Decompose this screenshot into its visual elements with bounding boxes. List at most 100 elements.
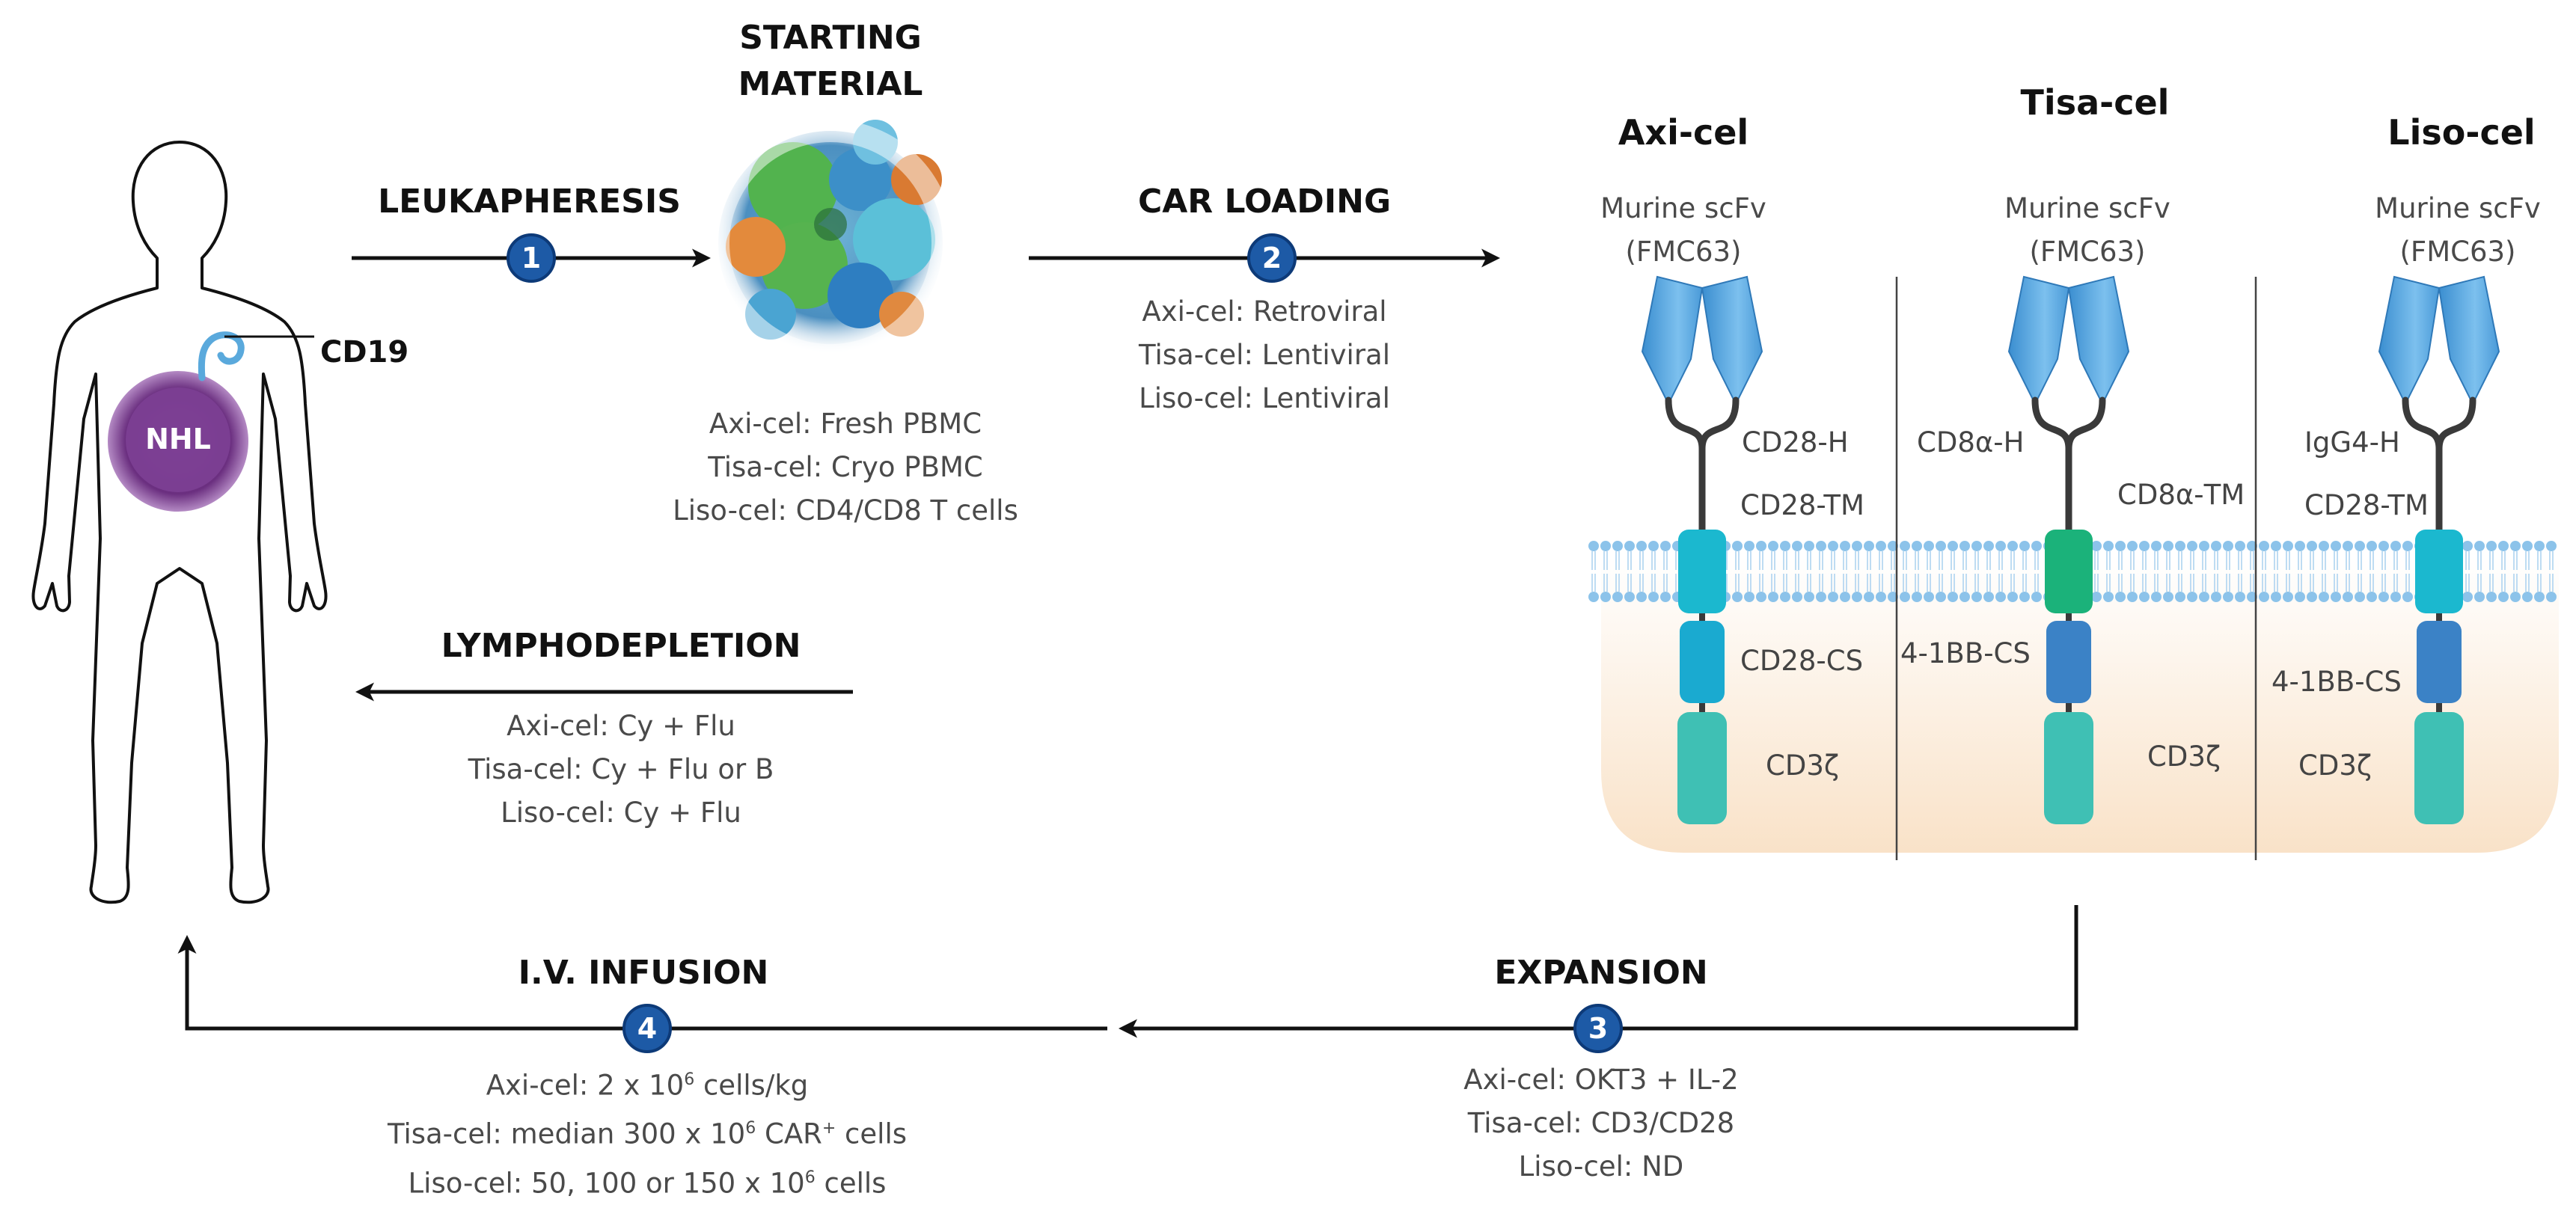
- construct-title-liso: Liso-cel: [2387, 112, 2536, 153]
- transmembrane-domain: [2415, 530, 2463, 613]
- starting-material-title-line1: STARTING: [739, 19, 922, 57]
- scfv-domain-icon: [2438, 275, 2500, 406]
- hinge-label-liso: IgG4-H: [2304, 426, 2400, 459]
- car-loading-line: Axi-cel: Retroviral: [1142, 295, 1387, 328]
- starting-material-cells: [707, 120, 954, 367]
- cs-label-tisa: 4-1BB-CS: [1900, 637, 2031, 669]
- step-2-number: 2: [1261, 242, 1282, 275]
- lymphodepletion-list: Axi-cel: Cy + Flu Tisa-cel: Cy + Flu or …: [389, 705, 853, 835]
- expansion-title: EXPANSION: [1494, 954, 1708, 992]
- infusion-text: Tisa-cel: median 300 x 10: [387, 1117, 746, 1150]
- car-loading-title: CAR LOADING: [1137, 183, 1392, 221]
- scfv-line: (FMC63): [2399, 236, 2516, 268]
- expansion-line: Tisa-cel: CD3/CD28: [1467, 1107, 1735, 1139]
- tm-label-axi: CD28-TM: [1740, 489, 1864, 521]
- step-1-number: 1: [521, 242, 542, 275]
- step-4-number: 4: [637, 1012, 658, 1045]
- expansion-line: Axi-cel: OKT3 + IL-2: [1463, 1064, 1739, 1096]
- scfv-line: Murine scFv: [2004, 192, 2170, 224]
- cd3-zeta-domain: [2044, 712, 2093, 824]
- lymphodepletion-title: LYMPHODEPLETION: [441, 627, 801, 665]
- car-loading-line: Tisa-cel: Lentiviral: [1139, 339, 1390, 371]
- arrow-expansion: [1119, 905, 2078, 1038]
- costimulatory-domain: [2046, 621, 2091, 703]
- infusion-text: cells/kg: [694, 1069, 809, 1102]
- patient-silhouette: [31, 141, 328, 904]
- costimulatory-domain: [2417, 621, 2462, 703]
- infusion-sup: +: [822, 1119, 836, 1138]
- transmembrane-domain: [1678, 530, 1726, 613]
- car-cell-panel: [1588, 277, 2559, 860]
- scfv-label-liso: Murine scFv (FMC63): [2346, 187, 2570, 274]
- starting-material-line: Liso-cel: CD4/CD8 T cells: [673, 494, 1018, 527]
- scfv-line: Murine scFv: [2375, 192, 2541, 224]
- expansion-list: Axi-cel: OKT3 + IL-2 Tisa-cel: CD3/CD28 …: [1399, 1058, 1803, 1189]
- infusion-line-2: Tisa-cel: median 300 x 106 CAR+ cells: [329, 1107, 965, 1156]
- tumor-label: NHL: [145, 423, 211, 456]
- leukapheresis-title: LEUKAPHERESIS: [378, 183, 681, 221]
- expansion-line: Liso-cel: ND: [1518, 1150, 1684, 1183]
- scfv-label-axi: Murine scFv (FMC63): [1556, 187, 1811, 274]
- step-3-number: 3: [1588, 1012, 1609, 1045]
- cd3-zeta-domain: [2414, 712, 2464, 824]
- infusion-text: cells: [836, 1117, 908, 1150]
- infusion-line-1: Axi-cel: 2 x 106 cells/kg: [329, 1058, 965, 1107]
- costimulatory-domain: [1680, 621, 1725, 703]
- car-construct-liso-cel: [2378, 275, 2500, 824]
- cs-label-axi: CD28-CS: [1740, 645, 1864, 677]
- cd19-receptor-icon: [198, 331, 245, 381]
- infusion-text: CAR: [756, 1117, 822, 1150]
- construct-title-axi: Axi-cel: [1618, 112, 1749, 153]
- construct-title-tisa: Tisa-cel: [2020, 82, 2170, 123]
- car-loading-line: Liso-cel: Lentiviral: [1139, 382, 1390, 414]
- tm-label-tisa: CD8α-TM: [2117, 479, 2245, 511]
- car-constructs: [1641, 275, 2500, 824]
- lymphodepletion-line: Axi-cel: Cy + Flu: [507, 710, 735, 742]
- step-3-badge: 3: [1573, 1004, 1623, 1053]
- scfv-label-tisa: Murine scFv (FMC63): [1960, 187, 2215, 274]
- starting-material-line: Tisa-cel: Cryo PBMC: [708, 451, 983, 483]
- scfv-line: (FMC63): [1625, 236, 1742, 268]
- scfv-domain-icon: [2007, 275, 2070, 406]
- scfv-domain-icon: [2378, 275, 2441, 406]
- infusion-text: Axi-cel: 2 x 10: [486, 1069, 685, 1102]
- hinge-linker: [2031, 396, 2106, 542]
- scfv-domain-icon: [2067, 275, 2130, 406]
- car-construct-axi-cel: [1641, 275, 1763, 824]
- arrow-infusion: [177, 935, 1107, 1031]
- car-loading-list: Axi-cel: Retroviral Tisa-cel: Lentiviral…: [1062, 290, 1466, 420]
- lymphodepletion-line: Tisa-cel: Cy + Flu or B: [468, 753, 774, 785]
- signal-label-liso: CD3ζ: [2298, 749, 2372, 782]
- infusion-title: I.V. INFUSION: [518, 954, 769, 992]
- starting-material-list: Axi-cel: Fresh PBMC Tisa-cel: Cryo PBMC …: [651, 402, 1040, 533]
- step-1-badge: 1: [507, 233, 556, 283]
- tm-label-liso: CD28-TM: [2304, 489, 2429, 521]
- car-construct-tisa-cel: [2007, 275, 2130, 824]
- scfv-domain-icon: [1641, 275, 1704, 406]
- scfv-domain-icon: [1701, 275, 1763, 406]
- cs-label-liso: 4-1BB-CS: [2271, 666, 2402, 698]
- starting-material-title: STARTING MATERIAL: [718, 15, 943, 108]
- antigen-label: CD19: [320, 335, 409, 370]
- cd3-zeta-domain: [1677, 712, 1727, 824]
- lymphodepletion-line: Liso-cel: Cy + Flu: [501, 797, 741, 829]
- infusion-text: Liso-cel: 50, 100 or 150 x 10: [408, 1166, 805, 1199]
- infusion-sup: 6: [804, 1168, 816, 1187]
- signal-label-axi: CD3ζ: [1766, 749, 1839, 782]
- starting-material-title-line2: MATERIAL: [738, 65, 923, 103]
- scfv-line: Murine scFv: [1600, 192, 1766, 224]
- step-4-badge: 4: [622, 1004, 672, 1053]
- infusion-sup: 6: [745, 1119, 756, 1138]
- step-2-badge: 2: [1247, 233, 1297, 283]
- hinge-label-axi: CD28-H: [1742, 426, 1849, 459]
- hinge-linker: [2402, 396, 2476, 542]
- hinge-label-tisa: CD8α-H: [1917, 426, 2025, 459]
- transmembrane-domain: [2045, 530, 2093, 613]
- starting-material-line: Axi-cel: Fresh PBMC: [709, 408, 982, 440]
- hinge-linker: [1665, 396, 1740, 542]
- scfv-line: (FMC63): [2029, 236, 2146, 268]
- infusion-text: cells: [815, 1166, 887, 1199]
- infusion-line-3: Liso-cel: 50, 100 or 150 x 106 cells: [329, 1156, 965, 1205]
- infusion-sup: 6: [684, 1070, 695, 1089]
